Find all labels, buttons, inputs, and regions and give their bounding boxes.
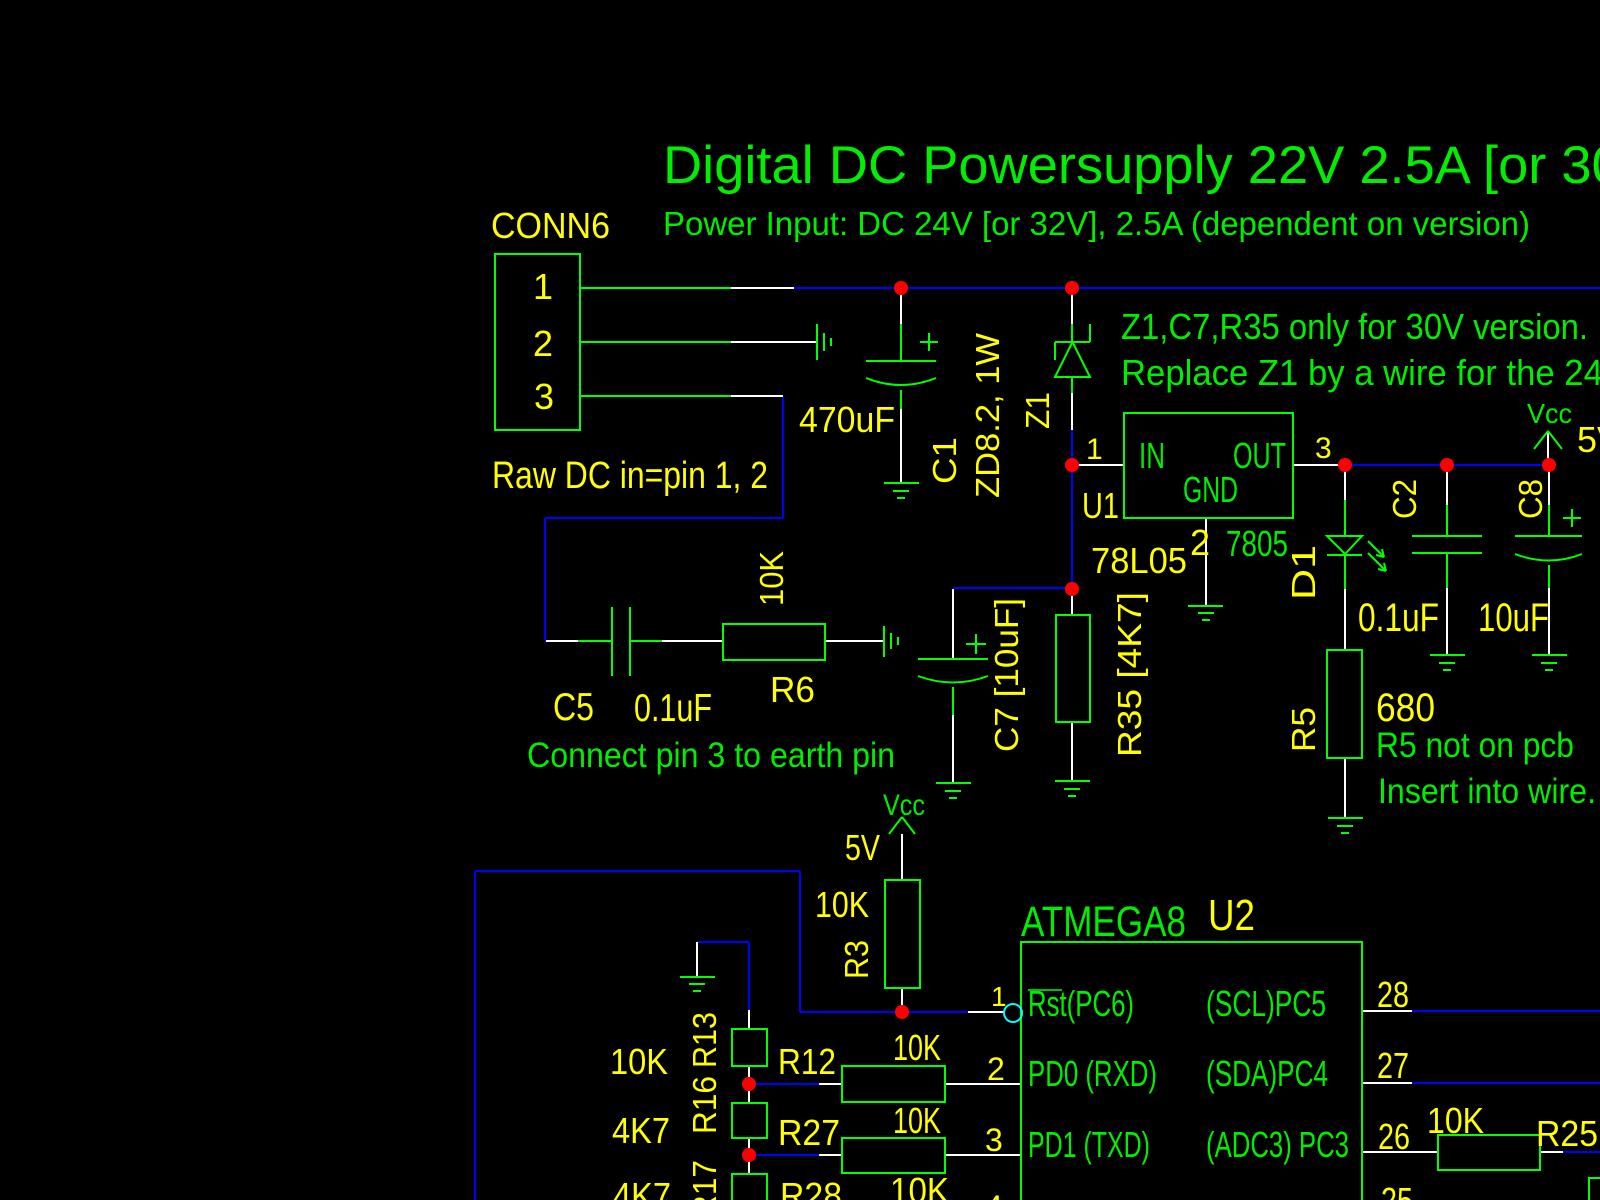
svg-text:U1: U1 [1082,485,1119,526]
svg-text:U2: U2 [1208,891,1255,940]
svg-text:2: 2 [533,323,553,364]
svg-text:Vcc: Vcc [883,789,925,822]
svg-text:10K: 10K [893,1027,941,1068]
svg-text:(ADC3) PC3: (ADC3) PC3 [1206,1124,1349,1165]
svg-text:Digital DC Powersupply 22V 2.5: Digital DC Powersupply 22V 2.5A [or 30V] [663,136,1600,195]
svg-text:GND: GND [1183,469,1238,510]
svg-text:4K7: 4K7 [613,1175,671,1200]
svg-text:C7 [10uF]: C7 [10uF] [988,598,1025,752]
svg-text:ATMEGA8: ATMEGA8 [1021,898,1186,946]
svg-text:10K: 10K [815,884,869,925]
svg-text:R5: R5 [1285,707,1322,752]
svg-text:4K7: 4K7 [612,1110,670,1151]
svg-text:26: 26 [1378,1116,1410,1157]
svg-text:10K: 10K [753,551,790,606]
svg-text:PD1 (TXD): PD1 (TXD) [1028,1124,1150,1165]
svg-text:Vcc: Vcc [1527,398,1572,429]
svg-text:28: 28 [1377,974,1409,1015]
svg-text:1: 1 [991,981,1007,1012]
svg-text:680: 680 [1376,686,1435,730]
svg-text:CONN6: CONN6 [491,205,610,246]
svg-text:R3: R3 [838,940,875,979]
svg-text:(SDA)PC4: (SDA)PC4 [1206,1053,1328,1094]
svg-text:C5: C5 [553,686,594,729]
svg-text:Raw DC in=pin 1, 2: Raw DC in=pin 1, 2 [492,455,768,497]
svg-text:3: 3 [985,1122,1003,1158]
svg-text:R13: R13 [686,1012,723,1068]
svg-text:IN: IN [1139,435,1165,476]
svg-text:R25: R25 [1536,1113,1598,1154]
svg-text:Connect pin 3 to earth pin: Connect pin 3 to earth pin [527,736,895,775]
svg-text:ZD8.2, 1W: ZD8.2, 1W [969,332,1006,498]
svg-text:27: 27 [1377,1045,1409,1086]
svg-text:R6: R6 [770,669,815,710]
svg-text:10K: 10K [1427,1100,1484,1141]
svg-text:R35 [4K7]: R35 [4K7] [1111,592,1148,757]
svg-text:PD0 (RXD): PD0 (RXD) [1028,1053,1157,1094]
svg-text:1: 1 [533,266,553,307]
svg-text:C1: C1 [926,437,963,484]
svg-text:R28: R28 [780,1175,842,1200]
svg-text:5V: 5V [1577,419,1600,460]
svg-text:Z1: Z1 [1019,392,1056,429]
svg-text:470uF: 470uF [799,399,895,440]
svg-text:0.1uF: 0.1uF [1358,596,1439,640]
svg-text:Rst(PC6): Rst(PC6) [1028,983,1134,1024]
svg-text:0.1uF: 0.1uF [634,687,712,730]
svg-text:Z1,C7,R35 only for 30V version: Z1,C7,R35 only for 30V version. [1121,306,1588,347]
svg-text:Insert into wire.: Insert into wire. [1378,772,1596,811]
svg-text:4: 4 [985,1189,1003,1200]
svg-text:10K: 10K [890,1170,949,1200]
svg-text:5V: 5V [845,827,880,868]
svg-text:R5 not on pcb: R5 not on pcb [1376,726,1574,765]
svg-text:C8: C8 [1512,479,1549,519]
svg-text:C2: C2 [1386,479,1423,519]
svg-text:Replace Z1 by a wire for the 2: Replace Z1 by a wire for the 24V [1121,352,1600,393]
svg-text:1: 1 [1086,433,1103,466]
svg-text:R16: R16 [686,1076,723,1134]
svg-text:10K: 10K [610,1041,668,1082]
svg-text:10K: 10K [893,1100,941,1141]
svg-text:R12: R12 [778,1041,836,1082]
svg-text:2: 2 [987,1051,1005,1087]
svg-text:D1: D1 [1285,545,1322,600]
svg-text:7805: 7805 [1226,523,1288,564]
svg-text:78L05: 78L05 [1091,540,1187,581]
svg-text:3: 3 [534,376,554,417]
svg-text:OUT: OUT [1233,435,1286,476]
svg-text:2: 2 [1190,522,1210,563]
svg-text:10uF: 10uF [1478,596,1549,640]
svg-text:Power Input: DC 24V [or 32V],: Power Input: DC 24V [or 32V], 2.5A (depe… [663,205,1530,242]
svg-text:(SCL)PC5: (SCL)PC5 [1206,983,1326,1024]
svg-text:R27: R27 [778,1112,840,1153]
svg-text:25: 25 [1381,1180,1413,1200]
svg-text:R17: R17 [686,1160,723,1200]
svg-text:3: 3 [1315,432,1332,465]
